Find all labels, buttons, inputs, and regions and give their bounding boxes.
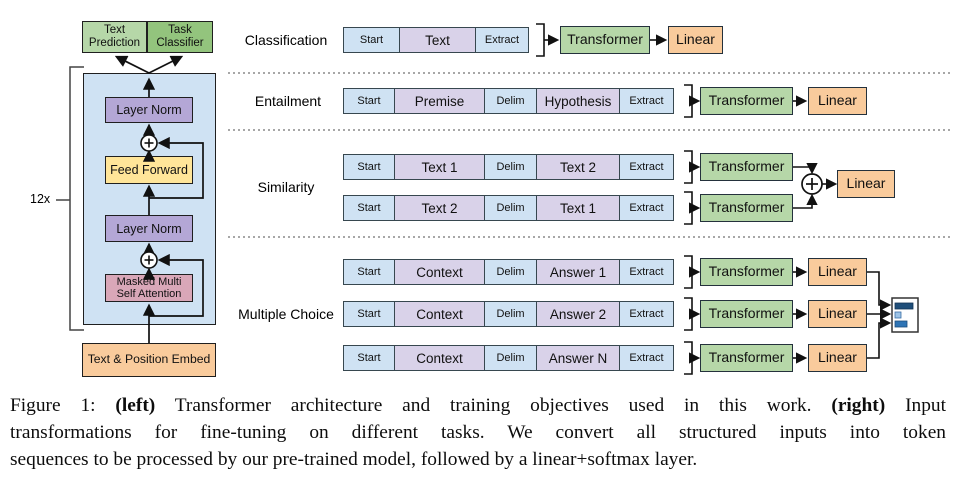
task-classifier-label-line2: Classifier bbox=[156, 37, 204, 49]
token-cell-answerN: Answer N bbox=[535, 345, 621, 371]
softmax-output-chart bbox=[891, 297, 919, 333]
text-prediction-box: Text Prediction bbox=[82, 21, 147, 53]
reps-bracket bbox=[56, 66, 84, 331]
multiple-choice-linear-box-3: Linear bbox=[808, 344, 867, 372]
token-cell-hypothesis: Hypothesis bbox=[535, 88, 621, 114]
caption-line-3: sequences to be processed by our pre-tra… bbox=[10, 449, 698, 471]
similarity-strip-1: Start Text 1 Delim Text 2 Extract bbox=[343, 154, 674, 180]
multiple-choice-transformer-box-1: Transformer bbox=[700, 258, 793, 286]
bar-answer-2 bbox=[894, 311, 902, 319]
token-cell-start: Start bbox=[343, 154, 395, 180]
layer-norm-top-box: Layer Norm bbox=[105, 97, 193, 123]
token-cell-extract: Extract bbox=[619, 195, 674, 221]
classification-linear-box: Linear bbox=[668, 26, 723, 54]
text-prediction-label-line2: Prediction bbox=[88, 37, 141, 49]
token-cell-start: Start bbox=[343, 301, 395, 327]
similarity-strip-2: Start Text 2 Delim Text 1 Extract bbox=[343, 195, 674, 221]
masked-attention-box: Masked Multi Self Attention bbox=[105, 274, 193, 302]
similarity-transformer-box-2: Transformer bbox=[700, 194, 793, 222]
token-cell-extract: Extract bbox=[619, 88, 674, 114]
token-cell-text2: Text 2 bbox=[393, 195, 486, 221]
token-cell-extract: Extract bbox=[619, 154, 674, 180]
caption-text: Figure 1: bbox=[10, 395, 116, 416]
token-cell-start: Start bbox=[343, 195, 395, 221]
caption-bold-left: (left) bbox=[115, 395, 156, 416]
caption-line-1: Figure 1: (left) Transformer architectur… bbox=[10, 392, 946, 419]
token-cell-text2: Text 2 bbox=[535, 154, 621, 180]
entailment-transformer-box: Transformer bbox=[700, 87, 793, 115]
plus-circle-icon bbox=[801, 173, 823, 195]
token-cell-delim: Delim bbox=[484, 195, 537, 221]
token-cell-delim: Delim bbox=[484, 345, 537, 371]
entailment-linear-box: Linear bbox=[808, 87, 867, 115]
caption-text: Transformer architecture and training ob… bbox=[155, 395, 832, 416]
token-cell-answer2: Answer 2 bbox=[535, 301, 621, 327]
caption-bold-right: (right) bbox=[831, 395, 886, 416]
classification-label: Classification bbox=[244, 32, 328, 48]
token-cell-context: Context bbox=[393, 301, 486, 327]
feed-forward-box: Feed Forward bbox=[105, 156, 193, 184]
token-cell-text1: Text 1 bbox=[535, 195, 621, 221]
token-cell-text1: Text 1 bbox=[393, 154, 486, 180]
masked-attention-label-line1: Masked Multi bbox=[116, 275, 182, 288]
token-cell-context: Context bbox=[393, 259, 486, 285]
entailment-label: Entailment bbox=[254, 93, 322, 109]
reps-label: 12x bbox=[30, 192, 51, 206]
token-cell-start: Start bbox=[343, 259, 395, 285]
caption-text: Input bbox=[885, 395, 946, 416]
classification-transformer-box: Transformer bbox=[560, 26, 650, 54]
token-cell-start: Start bbox=[343, 88, 395, 114]
figure-caption: Figure 1: (left) Transformer architectur… bbox=[10, 392, 946, 473]
multiple-choice-strip-1: Start Context Delim Answer 1 Extract bbox=[343, 259, 674, 285]
similarity-transformer-box-1: Transformer bbox=[700, 153, 793, 181]
text-prediction-label-line1: Text bbox=[103, 24, 126, 37]
token-cell-start: Start bbox=[343, 27, 400, 53]
multiple-choice-linear-box-2: Linear bbox=[808, 300, 867, 328]
multiple-choice-transformer-box-3: Transformer bbox=[700, 344, 793, 372]
masked-attention-label-line2: Self Attention bbox=[116, 288, 182, 300]
token-cell-text: Text bbox=[398, 27, 477, 53]
classification-strip: Start Text Extract bbox=[343, 27, 529, 53]
token-cell-delim: Delim bbox=[484, 154, 537, 180]
layer-norm-bottom-box: Layer Norm bbox=[105, 215, 193, 242]
task-classifier-label-line1: Task bbox=[168, 24, 192, 37]
token-cell-premise: Premise bbox=[393, 88, 486, 114]
token-cell-answer1: Answer 1 bbox=[535, 259, 621, 285]
token-cell-delim: Delim bbox=[484, 259, 537, 285]
token-cell-start: Start bbox=[343, 345, 395, 371]
similarity-linear-box: Linear bbox=[837, 170, 895, 198]
token-cell-extract: Extract bbox=[619, 301, 674, 327]
multiple-choice-transformer-box-2: Transformer bbox=[700, 300, 793, 328]
bar-answer-3 bbox=[894, 320, 908, 328]
token-cell-delim: Delim bbox=[484, 88, 537, 114]
similarity-label: Similarity bbox=[257, 179, 315, 195]
multiple-choice-strip-2: Start Context Delim Answer 2 Extract bbox=[343, 301, 674, 327]
entailment-strip: Start Premise Delim Hypothesis Extract bbox=[343, 88, 674, 114]
embed-box: Text & Position Embed bbox=[82, 343, 216, 377]
token-cell-delim: Delim bbox=[484, 301, 537, 327]
token-cell-extract: Extract bbox=[619, 259, 674, 285]
token-cell-context: Context bbox=[393, 345, 486, 371]
multiple-choice-label: Multiple Choice bbox=[238, 306, 334, 322]
multiple-choice-linear-box-1: Linear bbox=[808, 258, 867, 286]
multiple-choice-strip-3: Start Context Delim Answer N Extract bbox=[343, 345, 674, 371]
caption-line-2: transformations for fine-tuning on diffe… bbox=[10, 422, 946, 444]
task-classifier-box: Task Classifier bbox=[147, 21, 213, 53]
bar-answer-1 bbox=[894, 302, 914, 310]
token-cell-extract: Extract bbox=[619, 345, 674, 371]
token-cell-extract: Extract bbox=[475, 27, 529, 53]
